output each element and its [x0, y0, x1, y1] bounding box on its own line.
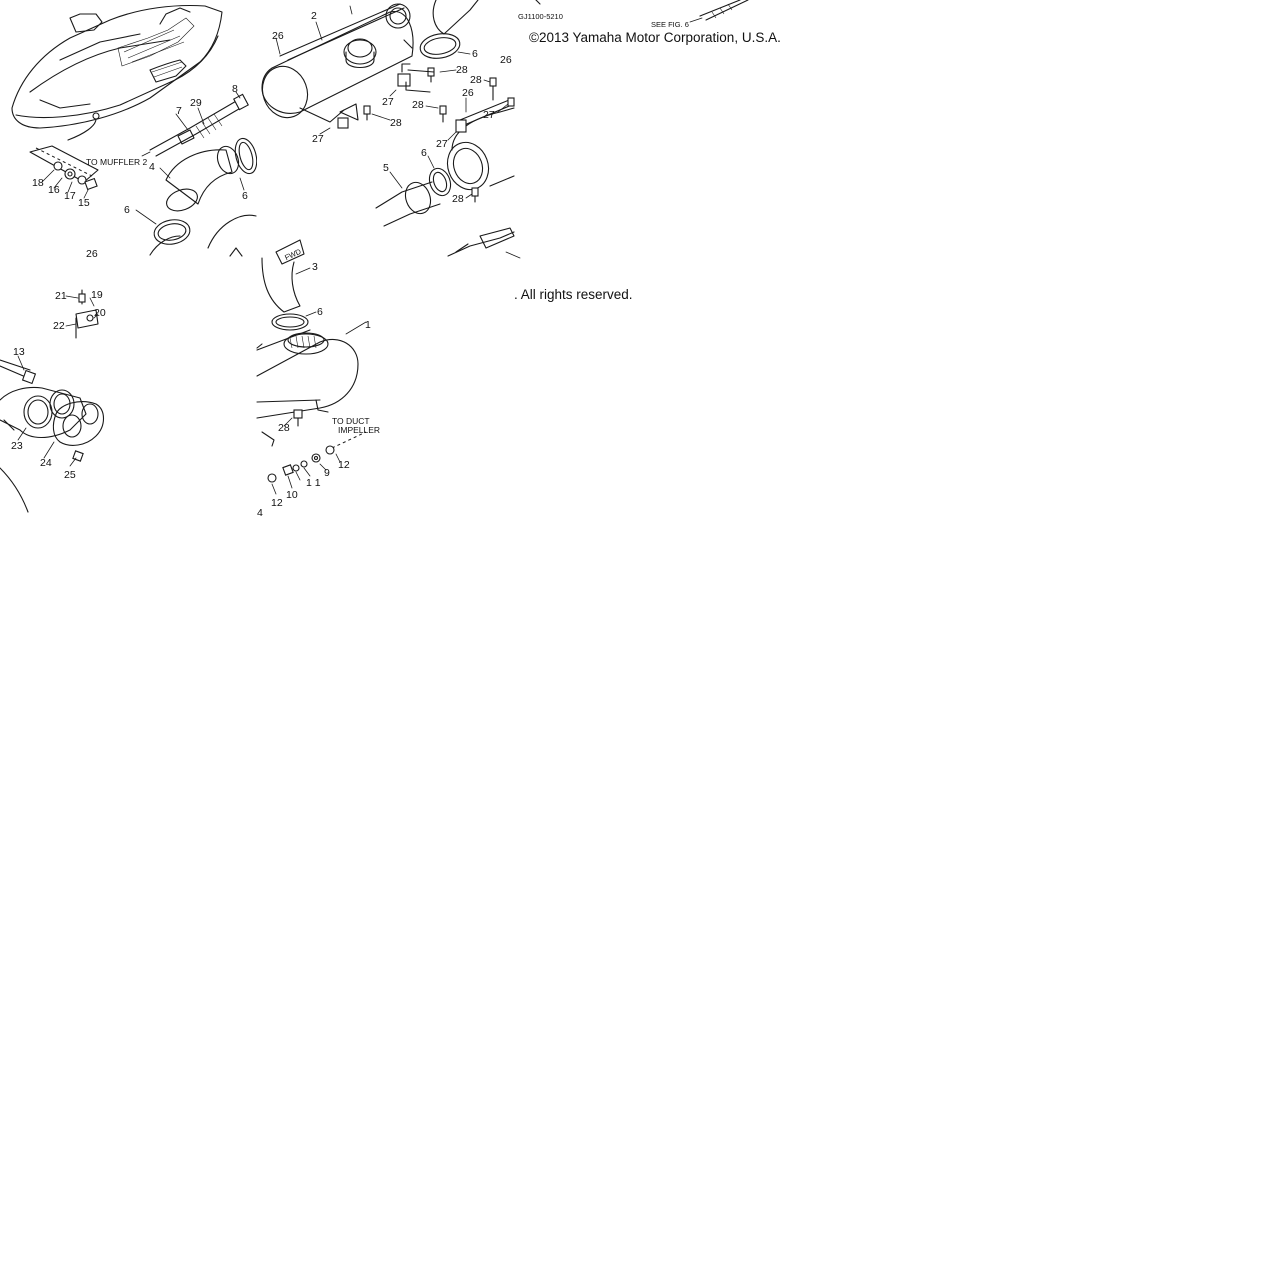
callout-28: 28	[456, 64, 468, 76]
muffler-outlet	[425, 77, 515, 203]
exhaust-flange	[0, 355, 105, 513]
callout-26: 26	[500, 54, 512, 66]
callout-26: 26	[86, 248, 98, 260]
callout-6: 6	[472, 48, 478, 60]
elbow-hose	[159, 145, 240, 212]
callout-1: 1	[365, 319, 371, 331]
hose-clamp	[271, 311, 317, 331]
callout-27: 27	[382, 96, 394, 108]
callout-5: 5	[383, 162, 389, 174]
callout-15: 15	[78, 197, 90, 209]
callout-2: 2	[311, 10, 317, 22]
to-muffler-note: TO MUFFLER 2	[86, 157, 148, 167]
callout-10: 10	[286, 489, 298, 501]
hose-clamp	[234, 137, 258, 191]
callout-23: 23	[11, 440, 23, 452]
rights-reserved-notice: . All rights reserved.	[514, 287, 633, 302]
callout-26: 26	[272, 30, 284, 42]
callout-6: 6	[421, 147, 427, 159]
callout-21: 21	[55, 290, 67, 302]
callout-4: 4	[149, 161, 155, 173]
tile-bottom-left: 21 19 20 22 13 23 24 25	[0, 289, 106, 513]
tile-top-left: 29 7 8 TO MUFFLER 2 4 6 6 18 16 17 15 26	[11, 4, 258, 260]
callout-12: 12	[338, 459, 350, 471]
callout-3: 3	[312, 261, 318, 273]
callout-22: 22	[53, 320, 65, 332]
muffler-1	[256, 321, 367, 447]
tile-bottom-middle: FWD	[256, 239, 514, 519]
exhaust-hose-5	[375, 155, 452, 227]
callout-6: 6	[242, 190, 248, 202]
callout-18: 18	[32, 177, 44, 189]
callout-4: 4	[257, 507, 263, 519]
callout-28: 28	[412, 99, 424, 111]
impeller-note: IMPELLER	[338, 425, 380, 435]
muffler-2	[261, 0, 479, 123]
callout-6: 6	[317, 306, 323, 318]
callout-8: 8	[232, 83, 238, 95]
callout-19: 19	[91, 289, 103, 301]
callout-13: 13	[13, 346, 25, 358]
diagram-code: GJ1100-5210	[518, 12, 563, 21]
drain-plug-assembly	[29, 145, 99, 199]
callout-27: 27	[312, 133, 324, 145]
callout-7: 7	[176, 105, 182, 117]
callout-20: 20	[94, 307, 106, 319]
callout-9: 9	[324, 467, 330, 479]
tile-top-right: GJ1100-5210 SEE FIG. 6 ©2013 Yamaha Moto…	[518, 0, 781, 45]
watercraft-illustration	[11, 4, 223, 141]
callout-12: 12	[271, 497, 283, 509]
callout-27: 27	[436, 138, 448, 150]
callout-6: 6	[124, 204, 130, 216]
callout-24: 24	[40, 457, 52, 469]
callout-16: 16	[48, 184, 60, 196]
hose-assembly	[141, 91, 249, 157]
callout-28: 28	[278, 422, 290, 434]
tile-top-middle: 2 26 6 28 27 28 27 28 26 28 26 27 27 6 5…	[257, 0, 521, 259]
hose-clamp	[419, 33, 471, 59]
drain-fittings	[267, 431, 367, 495]
callout-11: 1 1	[306, 477, 321, 489]
callout-26: 26	[462, 87, 474, 99]
see-fig-note: SEE FIG. 6	[651, 20, 689, 29]
hose-clamp	[135, 209, 191, 245]
copyright-notice: ©2013 Yamaha Motor Corporation, U.S.A.	[529, 30, 781, 45]
to-duct-note: TO DUCT	[332, 416, 370, 426]
callout-17: 17	[64, 190, 76, 202]
callout-28: 28	[470, 74, 482, 86]
bracket-bolts	[319, 63, 457, 135]
callout-28: 28	[390, 117, 402, 129]
callout-25: 25	[64, 469, 76, 481]
callout-29: 29	[190, 97, 202, 109]
callout-27: 27	[483, 109, 495, 121]
callout-28: 28	[452, 193, 464, 205]
bracket-assembly	[65, 289, 99, 339]
